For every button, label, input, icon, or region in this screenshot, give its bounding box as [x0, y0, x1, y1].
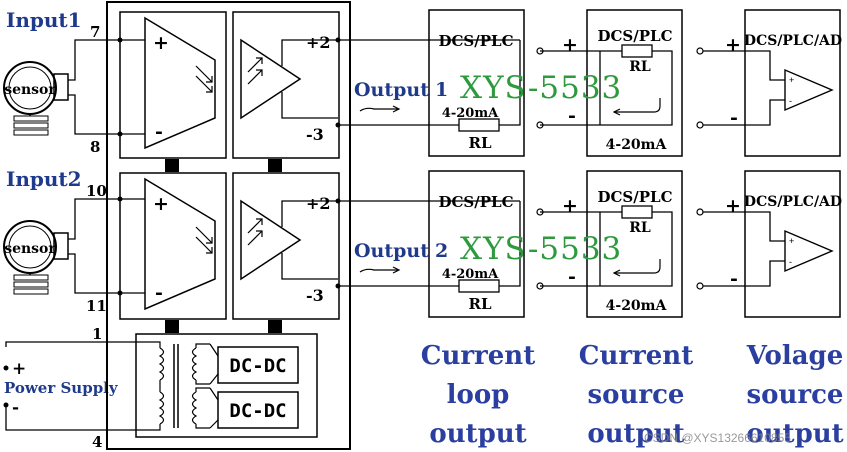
caption-voltage-line1: Volage	[746, 341, 844, 371]
input-1-pin-bottom: 8	[90, 138, 100, 156]
caption-loop-line3: output	[429, 419, 526, 449]
source-2-current: 4-20mA	[606, 298, 668, 314]
flow-arrow-2-icon	[359, 266, 401, 274]
source-2-title: DCS/PLC	[597, 188, 672, 206]
caption-voltage-source: Volage source output	[746, 341, 844, 449]
source-1-plus: +	[562, 34, 578, 56]
amp-2-minus: -	[155, 282, 163, 304]
output-2-number: 2	[435, 240, 448, 262]
output-amp-1	[240, 38, 338, 120]
volt-1-title: DCS/PLC/AD	[744, 33, 842, 49]
volt-1-plus: +	[725, 34, 741, 56]
caption-loop-line1: Current	[421, 341, 535, 371]
sensor-2-label: sensor	[4, 241, 56, 257]
input-1-pin-top: 7	[90, 23, 100, 41]
caption-voltage-line2: source	[747, 380, 844, 410]
output-2-label: Output	[354, 240, 429, 262]
caption-current-source: Current source output	[579, 341, 693, 449]
power-pin-bottom: 4	[92, 433, 102, 451]
volt-2-minus: -	[730, 268, 738, 290]
volt-2-amp-minus: -	[789, 257, 792, 267]
source-1-current: 4-20mA	[606, 137, 668, 153]
input-2-pin-top: 10	[86, 182, 107, 200]
volt-1-minus: -	[730, 107, 738, 129]
csdn-watermark: CSDN @XYS13266610855	[644, 431, 791, 445]
current-loop-1: DCS/PLC 4-20mA RL	[428, 9, 525, 157]
caption-current-loop: Current loop output	[421, 341, 535, 449]
volt-1-amp-minus: -	[789, 96, 792, 106]
current-source-2: + - DCS/PLC RL 4-20mA	[536, 170, 683, 318]
opto-arrows-1-icon	[195, 65, 213, 93]
power-plus-sign: +	[12, 359, 26, 379]
source-1-minus: -	[568, 105, 576, 127]
current-source-1: + - DCS/PLC RL 4-20mA	[536, 9, 683, 157]
amp-1-minus: -	[155, 121, 163, 143]
sensor-1-icon	[3, 61, 69, 136]
voltage-source-1: + - + - DCS/PLC/AD	[696, 9, 842, 157]
power-minus-sign: -	[12, 398, 19, 418]
input-2-label: Input2	[6, 167, 82, 191]
isolator-module	[106, 1, 351, 450]
source-2-minus: -	[568, 266, 576, 288]
current-loop-2: DCS/PLC 4-20mA RL	[428, 170, 525, 318]
watermark-2: XYS-5533	[460, 231, 622, 267]
output-1-label: Output	[354, 79, 429, 101]
volt-2-plus: +	[725, 195, 741, 217]
opto-arrows-2-icon	[195, 226, 213, 254]
caption-voltage-line3: output	[746, 419, 843, 449]
output-2-pin-plus: +2	[306, 194, 331, 213]
input-1-label: Input1	[6, 8, 82, 32]
loop-1-current: 4-20mA	[442, 106, 499, 121]
volt-2-amp-plus: +	[789, 236, 794, 246]
source-1-rl: RL	[629, 59, 651, 75]
source-2-rl: RL	[629, 220, 651, 236]
output-amp-2	[240, 199, 338, 281]
power-supply-group: + Power Supply - 1 4	[3, 325, 120, 451]
input-2-group: Input2 sensor 10 11	[3, 167, 120, 315]
watermark-1: XYS-5533	[460, 70, 622, 106]
sensor-2-icon	[3, 220, 69, 295]
amp-1-plus: +	[153, 32, 169, 54]
source-2-arrow-icon	[612, 259, 661, 277]
source-2-plus: +	[562, 195, 578, 217]
input-amp-2: + -	[117, 177, 216, 311]
loop-1-rl: RL	[468, 134, 491, 152]
input-2-pin-bottom: 11	[86, 297, 107, 315]
output-1-number: 1	[435, 79, 448, 101]
power-supply-label: Power Supply	[4, 379, 119, 397]
loop-2-rl: RL	[468, 295, 491, 313]
output-1-pin-minus: -3	[306, 125, 324, 144]
power-pin-top: 1	[92, 325, 102, 343]
caption-source-line1: Current	[579, 341, 693, 371]
caption-source-line3: output	[587, 419, 684, 449]
volt-1-amp-plus: +	[789, 75, 794, 85]
output-2-pin-minus: -3	[306, 286, 324, 305]
source-1-arrow-icon	[612, 98, 661, 116]
loop-1-title: DCS/PLC	[438, 32, 513, 50]
input-amp-1: + -	[117, 16, 216, 150]
sensor-1-label: sensor	[4, 82, 56, 98]
loop-2-title: DCS/PLC	[438, 193, 513, 211]
dcdc-2-label: DC-DC	[229, 400, 286, 422]
loop-2-current: 4-20mA	[442, 267, 499, 282]
source-1-title: DCS/PLC	[597, 27, 672, 45]
volt-2-title: DCS/PLC/AD	[744, 194, 842, 210]
transformer-icon	[120, 341, 299, 431]
output-1-pin-plus: +2	[306, 33, 331, 52]
flow-arrow-1-icon	[359, 105, 401, 113]
caption-source-line2: source	[588, 380, 685, 410]
caption-loop-line2: loop	[447, 380, 510, 410]
dcdc-1-label: DC-DC	[229, 355, 286, 377]
input-1-group: Input1 sensor 7 8	[3, 8, 120, 156]
voltage-source-2: + - + - DCS/PLC/AD	[696, 170, 842, 318]
amp-2-plus: +	[153, 193, 169, 215]
